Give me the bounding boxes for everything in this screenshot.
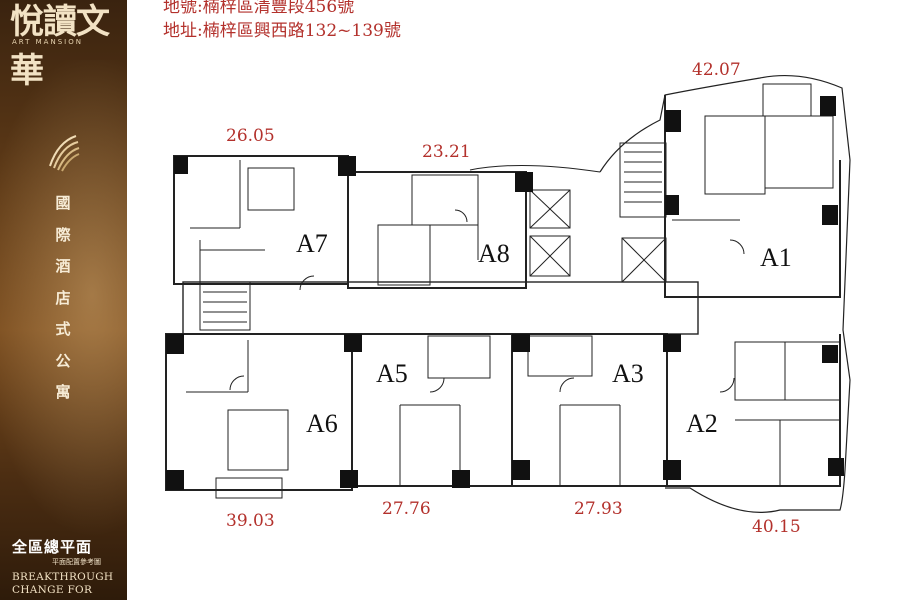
column <box>665 110 681 132</box>
bath-A1 <box>762 83 812 117</box>
door <box>454 209 468 223</box>
brand-logo: 悅讀文華 <box>10 2 110 91</box>
unit-label-A8: A8 <box>478 239 510 268</box>
door <box>429 377 445 393</box>
door <box>299 275 315 291</box>
tagline-char: 際 <box>55 225 71 244</box>
door <box>729 239 745 255</box>
sidebar-glow <box>0 60 127 580</box>
unit-A5 <box>351 333 513 487</box>
column <box>515 172 533 192</box>
tagline-char: 國 <box>55 194 71 212</box>
unit-label-A3: A3 <box>612 359 644 388</box>
area-label-A6: 39.03 <box>226 511 275 531</box>
lot-number: 地號:楠梓區清豐段456號 <box>163 0 355 17</box>
bath-A2 <box>734 341 786 401</box>
balcony-A6 <box>215 477 283 499</box>
tagline-char: 酒 <box>55 257 71 275</box>
unit-label-A2: A2 <box>686 409 718 438</box>
column <box>174 156 188 174</box>
plan-note: 平面配置參考圖 <box>52 558 101 566</box>
area-label-A2: 40.15 <box>752 517 801 537</box>
column <box>452 470 470 488</box>
elevator-2 <box>529 235 571 277</box>
bath-A7 <box>247 167 295 211</box>
unit-A8 <box>347 171 527 289</box>
column <box>822 205 838 225</box>
unit-label-A7: A7 <box>296 229 328 258</box>
plan-title: 全區總平面 <box>12 538 93 556</box>
slogan-line: BREAKTHROUGH <box>12 571 114 583</box>
area-label-A5: 27.76 <box>382 499 431 519</box>
unit-label-A1: A1 <box>760 243 792 272</box>
brand-logo-subtitle: ART MANSION <box>12 38 83 46</box>
area-label-A1: 42.07 <box>692 60 741 80</box>
column <box>820 96 836 116</box>
column <box>828 458 844 476</box>
column <box>166 334 184 354</box>
unit-A3 <box>511 333 668 487</box>
door <box>229 375 245 391</box>
tagline-vertical: 國 際 酒 店 式 公 寓 <box>52 188 74 409</box>
unit-label-A6: A6 <box>306 409 338 438</box>
tagline-char: 寓 <box>55 383 71 401</box>
floor-plan: A7 A8 A1 A6 A5 A3 A2 26.05 23.21 42.07 3… <box>165 60 851 537</box>
stair-west <box>199 281 251 331</box>
slogan-line: CHANGE FOR <box>12 584 93 596</box>
area-label-A8: 23.21 <box>422 142 471 162</box>
bath-A3 <box>527 335 593 377</box>
outer-wall <box>599 74 851 513</box>
area-label-A7: 26.05 <box>226 126 275 146</box>
column <box>822 345 838 363</box>
column <box>663 334 681 352</box>
elevator-1 <box>529 189 571 229</box>
tagline-char: 店 <box>55 288 71 307</box>
column <box>663 460 681 480</box>
area-label-A3: 27.93 <box>574 499 623 519</box>
door <box>719 377 735 393</box>
bath-A6 <box>227 409 289 471</box>
column <box>338 156 356 176</box>
bath-A5 <box>427 335 491 379</box>
emblem-icon <box>49 135 80 172</box>
column <box>512 334 530 352</box>
unit-A2 <box>666 334 841 487</box>
slogan: BREAKTHROUGH CHANGE FOR <box>12 571 113 597</box>
tagline-char: 公 <box>55 351 71 370</box>
stair-core <box>619 142 667 218</box>
tagline-char: 式 <box>55 320 71 338</box>
column <box>340 470 358 488</box>
column <box>665 195 679 215</box>
bath-A8 <box>377 224 431 286</box>
address: 地址:楠梓區興西路132~139號 <box>163 21 401 41</box>
corridor <box>182 281 699 335</box>
columns <box>166 96 844 490</box>
unit-label-A5: A5 <box>376 359 408 388</box>
column <box>166 470 184 490</box>
top-curve-wall <box>469 164 601 173</box>
column <box>512 460 530 480</box>
brand-sidebar: 悅讀文華 ART MANSION 國 際 酒 店 式 公 寓 全區總平面 平面配… <box>0 0 127 600</box>
door <box>559 377 575 393</box>
column <box>344 334 362 352</box>
unit-A1 <box>664 95 841 298</box>
